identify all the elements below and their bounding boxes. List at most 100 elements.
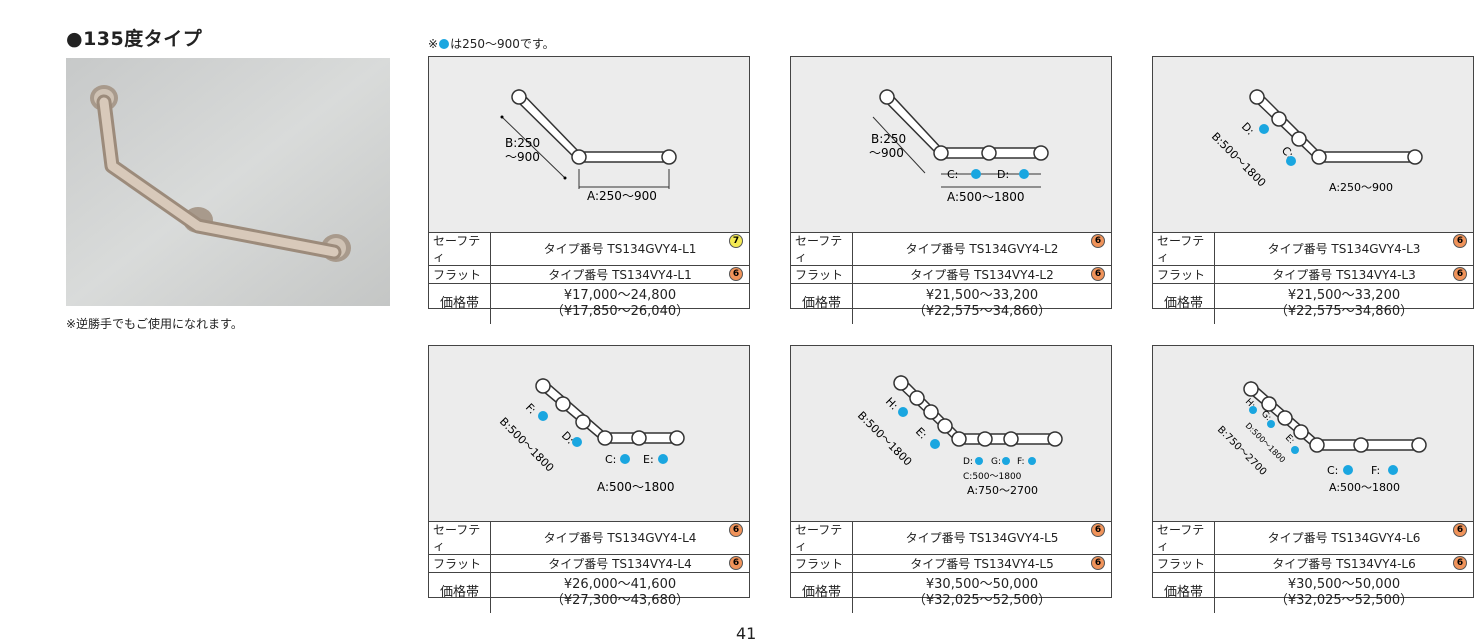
price-range-tax: （¥17,850～26,040）: [550, 304, 690, 319]
dim-e: E:: [913, 425, 930, 442]
label-price: 価格帯: [429, 572, 491, 613]
price-range: ¥30,500～50,000: [1287, 577, 1401, 592]
label-safety: セーフティ: [429, 521, 491, 555]
type-number-safety: タイプ番号 TS134GVY4-L2: [905, 242, 1059, 256]
diagram-l1: B:250 ～900 A:250～900: [429, 57, 749, 233]
dim-a: A:250～900: [1329, 181, 1393, 194]
dim-f: F:: [523, 401, 539, 417]
label-flat: フラット: [791, 554, 853, 573]
diagram-l5: H: E: B:500～1800 D: G: F: C:500～1800 A:7…: [791, 346, 1111, 522]
badge-6-icon: 6: [729, 523, 743, 537]
label-price: 価格帯: [791, 572, 853, 613]
diagram-l6: H: G: D:500～1800 E: B:750～2700 C: F: A:5…: [1153, 346, 1473, 522]
dim-b2: ～900: [505, 150, 540, 164]
label-price: 価格帯: [429, 283, 491, 324]
badge-6-icon: 6: [1453, 267, 1467, 281]
label-safety: セーフティ: [1153, 232, 1215, 266]
dim-e: E:: [643, 453, 654, 466]
photo-note: ※逆勝手でもご使用になれます。: [66, 317, 243, 331]
label-safety: セーフティ: [791, 521, 853, 555]
dim-d: D:: [963, 457, 973, 467]
badge-6-icon: 6: [1453, 234, 1467, 248]
dim-d: D:: [1239, 120, 1257, 138]
product-card-l2: B:250 ～900 C: D: A:500～1800 セーフティタイプ番号 T…: [790, 56, 1112, 324]
dim-h: H:: [883, 395, 901, 413]
badge-7-icon: 7: [729, 234, 743, 248]
dim-b: B:250: [505, 136, 540, 150]
dim-c: C:: [947, 168, 958, 181]
type-number-flat: タイプ番号 TS134VY4-L3: [1272, 267, 1416, 282]
dim-b: B:500～1800: [497, 415, 557, 475]
spec-table-l5: セーフティ タイプ番号 TS134GVY4-L5 6 フラット タイプ番号 TS134…: [791, 521, 1111, 613]
price-range: ¥21,500～33,200: [1287, 288, 1401, 303]
dim-c: C:500～1800: [963, 472, 1022, 482]
spec-table-l4: セーフティ タイプ番号 TS134GVY4-L4 6 フラット タイプ番号 TS134…: [429, 521, 749, 613]
price-range: ¥21,500～33,200: [925, 288, 1039, 303]
label-flat: フラット: [1153, 554, 1215, 573]
page-number: 41: [736, 624, 757, 643]
price-range-tax: （¥32,025～52,500）: [912, 593, 1052, 608]
price-range-tax: （¥27,300～43,680）: [550, 593, 690, 608]
label-price: 価格帯: [1153, 572, 1215, 613]
product-card-l4: F: D: B:500～1800 C: E: A:500～1800 セーフティタ…: [428, 345, 750, 613]
dim-a: A:500～1800: [947, 190, 1025, 204]
dim-b: B:500～1800: [855, 409, 915, 469]
dim-f: F:: [1017, 457, 1025, 467]
dim-a: A:500～1800: [1329, 481, 1400, 494]
dim-a: A:750～2700: [967, 484, 1038, 497]
section-heading: ●135度タイプ: [66, 28, 203, 50]
dim-b2: ～900: [869, 146, 904, 160]
product-card-l6: H: G: D:500～1800 E: B:750～2700 C: F: A:5…: [1152, 345, 1474, 613]
badge-6-icon: 6: [1453, 523, 1467, 537]
badge-6-icon: 6: [1091, 267, 1105, 281]
price-range: ¥30,500～50,000: [925, 577, 1039, 592]
label-flat: フラット: [429, 265, 491, 284]
dim-a: A:500～1800: [597, 480, 675, 494]
price-range-tax: （¥32,025～52,500）: [1274, 593, 1414, 608]
price-range-tax: （¥22,575～34,860）: [912, 304, 1052, 319]
diagram-l2: B:250 ～900 C: D: A:500～1800: [791, 57, 1111, 233]
dim-b: B:500～1800: [1209, 130, 1269, 190]
dim-c: C:: [1327, 464, 1338, 477]
badge-6-icon: 6: [1453, 556, 1467, 570]
label-flat: フラット: [429, 554, 491, 573]
label-price: 価格帯: [1153, 283, 1215, 324]
type-number-flat: タイプ番号 TS134VY4-L2: [910, 267, 1054, 282]
label-price: 価格帯: [791, 283, 853, 324]
label-safety: セーフティ: [791, 232, 853, 266]
product-photo: [66, 58, 390, 306]
type-number-flat: タイプ番号 TS134VY4-L4: [548, 556, 692, 571]
type-number-flat: タイプ番号 TS134VY4-L5: [910, 556, 1054, 571]
dim-f: F:: [1371, 464, 1380, 477]
type-number-safety: タイプ番号 TS134GVY4-L1: [543, 242, 697, 256]
type-number-flat: タイプ番号 TS134VY4-L6: [1272, 556, 1416, 571]
label-safety: セーフティ: [429, 232, 491, 266]
spec-table-l3: セーフティ タイプ番号 TS134GVY4-L3 6 フラット タイプ番号 TS134…: [1153, 232, 1473, 324]
dimension-note: ※は250～900です。: [428, 37, 555, 51]
badge-6-icon: 6: [729, 267, 743, 281]
spec-table-l2: セーフティ タイプ番号 TS134GVY4-L2 6 フラット タイプ番号 TS134…: [791, 232, 1111, 324]
type-number-safety: タイプ番号 TS134GVY4-L5: [905, 531, 1059, 545]
label-safety: セーフティ: [1153, 521, 1215, 555]
dim-g: G:: [991, 457, 1001, 467]
diagram-l4: F: D: B:500～1800 C: E: A:500～1800: [429, 346, 749, 522]
label-flat: フラット: [791, 265, 853, 284]
type-number-safety: タイプ番号 TS134GVY4-L4: [543, 531, 697, 545]
product-card-l3: D: C: B:500～1800 A:250～900 セーフティタイプ番号 TS…: [1152, 56, 1474, 324]
dim-c: C:: [605, 453, 616, 466]
dim-a: A:250～900: [587, 189, 657, 203]
price-range: ¥17,000～24,800: [563, 288, 677, 303]
diagram-l3: D: C: B:500～1800 A:250～900: [1153, 57, 1473, 233]
badge-6-icon: 6: [729, 556, 743, 570]
blue-dot-icon: [439, 39, 450, 49]
product-card-l1: B:250 ～900 A:250～900 セーフティ タイプ番号 TS134GVY…: [428, 56, 750, 324]
badge-6-icon: 6: [1091, 234, 1105, 248]
dim-d: D:: [997, 168, 1009, 181]
badge-6-icon: 6: [1091, 556, 1105, 570]
dim-b: B:250: [871, 132, 906, 146]
badge-6-icon: 6: [1091, 523, 1105, 537]
type-number-safety: タイプ番号 TS134GVY4-L3: [1267, 242, 1421, 256]
label-flat: フラット: [1153, 265, 1215, 284]
